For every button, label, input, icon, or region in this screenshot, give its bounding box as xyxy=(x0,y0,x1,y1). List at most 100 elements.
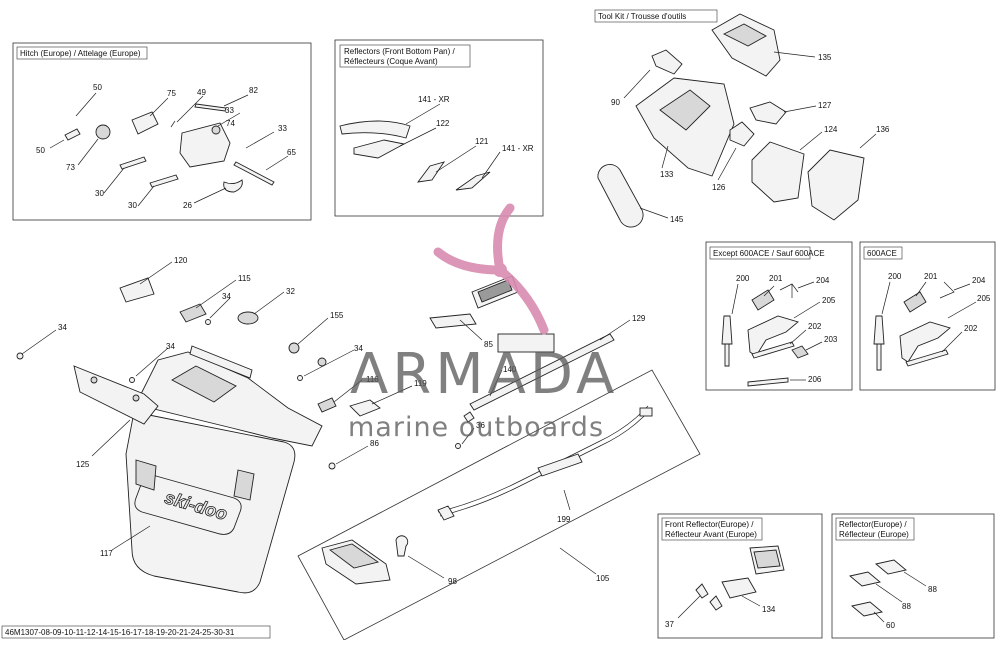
upper-housing-rail-part xyxy=(189,345,253,379)
leader-85 xyxy=(459,319,483,341)
side-bracket-hole-b xyxy=(132,394,140,402)
leader-199 xyxy=(563,489,571,511)
watermark-brand: ARMADA xyxy=(350,342,618,407)
front-panel-vent-left-part xyxy=(135,459,157,491)
except-600ace-title-frame xyxy=(709,246,811,260)
part-34a xyxy=(16,352,24,360)
screwdriver-200a-part xyxy=(721,315,733,367)
leader-73 xyxy=(77,138,99,166)
label-124: 124 xyxy=(824,125,838,134)
leader-33a xyxy=(217,112,241,127)
leader-34d xyxy=(303,349,355,377)
clip-37a-part xyxy=(695,583,709,599)
part-116 xyxy=(317,397,337,413)
label-145: 145 xyxy=(670,215,684,224)
label-141a: 141 - XR xyxy=(418,95,450,104)
hitch-clip-part xyxy=(223,179,243,193)
side-bracket-125-part xyxy=(73,365,159,425)
reflector-88a-part xyxy=(875,559,907,575)
leader-30a xyxy=(103,167,125,194)
leader-90 xyxy=(623,69,651,99)
label-200a: 200 xyxy=(736,274,750,283)
leader-201b xyxy=(915,281,927,297)
harness-plug-part xyxy=(437,505,455,521)
leader-145 xyxy=(639,207,669,219)
strap-206-part xyxy=(747,377,789,387)
tool-kit-housing-inner-part xyxy=(659,89,711,131)
headlight-lens-part xyxy=(328,543,380,569)
front-panel-vent-part xyxy=(233,469,255,501)
hitch-long-pin-part xyxy=(233,161,275,186)
leader-129 xyxy=(599,319,631,341)
tool-kit-group: Tool Kit / Trousse d'outils 135 90 127 1… xyxy=(594,9,890,228)
label-86: 86 xyxy=(370,439,379,448)
label-202b: 202 xyxy=(964,324,978,333)
label-134: 134 xyxy=(762,605,776,614)
reflectors-front-title-line2: Réflecteurs (Coque Avant) xyxy=(344,57,438,66)
part-34b xyxy=(205,319,211,325)
tool-kit-cover-124-part xyxy=(751,141,805,203)
reflector-60-part xyxy=(851,601,883,617)
part-155b xyxy=(317,357,327,367)
part-155 xyxy=(288,342,300,354)
hitch-bracket-part xyxy=(131,111,159,135)
leader-82 xyxy=(223,94,249,107)
label-129: 129 xyxy=(632,314,646,323)
label-50a: 50 xyxy=(93,83,102,92)
leader-204b xyxy=(953,283,971,291)
front-reflector-title-line1: Front Reflector(Europe) / xyxy=(665,520,754,529)
label-73: 73 xyxy=(66,163,75,172)
reflector-europe-title-line2: Réflecteur (Europe) xyxy=(839,530,909,539)
label-155: 155 xyxy=(330,311,344,320)
label-88b: 88 xyxy=(902,602,911,611)
label-34a: 34 xyxy=(58,323,67,332)
leader-34b xyxy=(209,297,231,319)
label-199: 199 xyxy=(557,515,571,524)
reflector-europe-box xyxy=(831,513,995,639)
leader-202b xyxy=(941,331,963,353)
leader-119 xyxy=(371,385,413,405)
reflector-122-part xyxy=(353,139,406,159)
reflectors-front-box xyxy=(334,39,544,217)
tool-kit-cover-136-part xyxy=(807,149,865,221)
reflector-141b-part xyxy=(455,171,491,191)
label-65: 65 xyxy=(287,148,296,157)
reflectors-front-group: Reflectors (Front Bottom Pan) / Réflecte… xyxy=(334,39,544,217)
leader-32 xyxy=(253,291,285,315)
leader-127 xyxy=(783,105,817,113)
tool-kit-bag-lid-part xyxy=(722,23,767,47)
label-203: 203 xyxy=(824,335,838,344)
label-117: 117 xyxy=(100,549,113,558)
leader-60 xyxy=(873,611,885,623)
label-105: 105 xyxy=(596,574,610,583)
leader-98 xyxy=(407,555,445,579)
spark-socket-201a-part xyxy=(751,289,775,311)
label-120: 120 xyxy=(174,256,188,265)
reflector-strip-141a-part xyxy=(339,120,411,139)
label-204a: 204 xyxy=(816,276,830,285)
leader-125 xyxy=(91,419,131,457)
label-205a: 205 xyxy=(822,296,836,305)
label-98: 98 xyxy=(448,577,457,586)
leader-124 xyxy=(799,131,823,151)
leader-141b xyxy=(481,151,501,179)
label-205b: 205 xyxy=(977,294,991,303)
part-120 xyxy=(119,277,155,303)
label-204b: 204 xyxy=(972,276,986,285)
reflector-case-inner xyxy=(753,549,781,569)
front-reflector-box xyxy=(657,513,823,639)
part-34d xyxy=(297,375,303,381)
label-135: 135 xyxy=(818,53,832,62)
leader-120 xyxy=(139,261,173,285)
label-26: 26 xyxy=(183,201,192,210)
main-assembly-group: ski-doo xyxy=(16,256,427,594)
drawing-code: 46M1307-08-09-10-11-12-14-15-16-17-18-19… xyxy=(5,628,235,637)
label-32: 32 xyxy=(286,287,295,296)
tool-kit-clip-90-part xyxy=(651,49,683,75)
except-600ace-box xyxy=(705,241,853,391)
wrench-202a-part xyxy=(751,341,795,359)
reflector-europe-title-line1: Reflector(Europe) / xyxy=(839,520,907,529)
rail-129-part xyxy=(469,333,615,411)
decal-85b-part xyxy=(429,313,477,329)
